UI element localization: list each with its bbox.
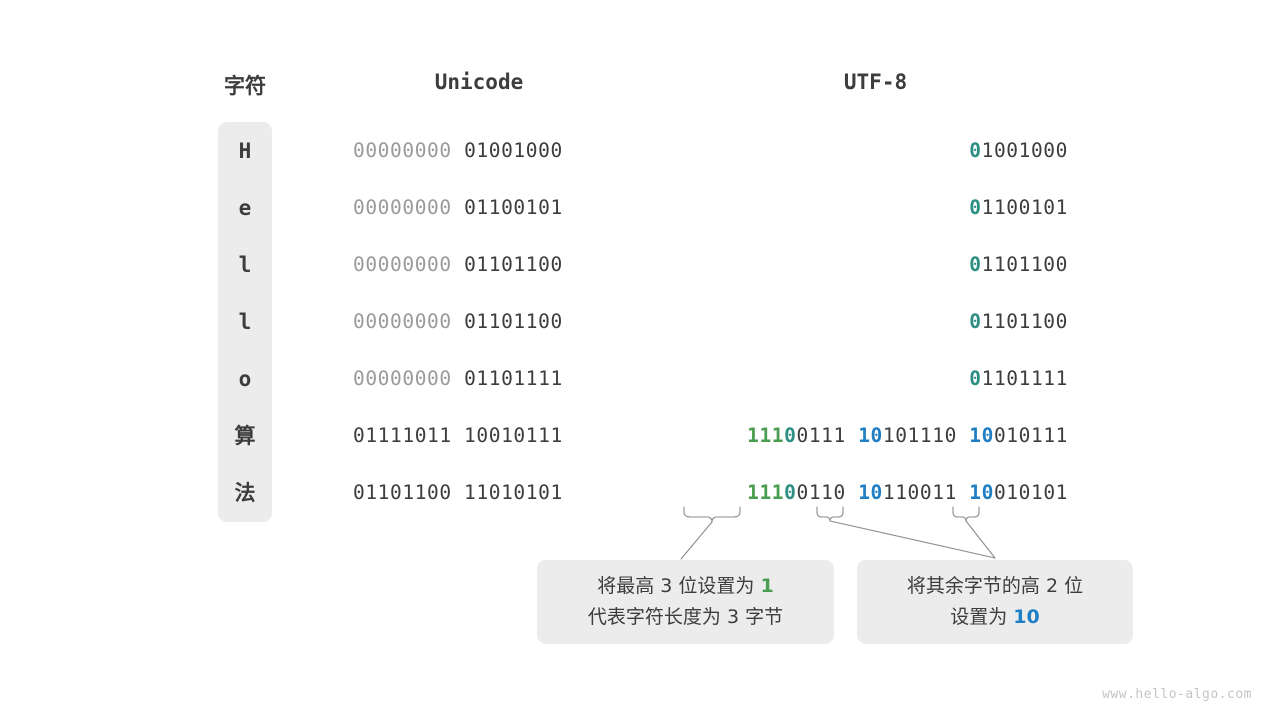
text-segment: 01100101 — [464, 196, 563, 219]
character-cell: 法 — [234, 481, 256, 505]
utf8-bits-cell: 11100111 10101110 10010111 — [683, 423, 1068, 449]
text-segment: 101110 — [882, 424, 970, 447]
leader-line-left — [680, 521, 713, 560]
text-segment: 0 — [969, 367, 982, 390]
brace-first-byte — [683, 506, 741, 523]
text-segment: 00000000 — [353, 367, 465, 390]
utf8-bits-cell: 01101100 — [683, 252, 1068, 278]
unicode-bits-cell: 00000000 01101100 — [353, 252, 605, 278]
text-segment: 0 — [969, 139, 982, 162]
text-segment: 将其余字节的高 2 位 — [906, 575, 1084, 597]
text-segment: 1001000 — [981, 139, 1068, 162]
unicode-bits-cell: 00000000 01101100 — [353, 309, 605, 335]
text-segment: 1101100 — [981, 310, 1068, 333]
text-segment: 0 — [784, 424, 797, 447]
site-watermark: www.hello-algo.com — [1102, 687, 1252, 702]
text-segment: 01111011 10010111 — [353, 424, 563, 447]
text-segment: 0 — [969, 310, 982, 333]
callout-left-line-1: 将最高 3 位设置为 1 — [597, 571, 773, 602]
text-segment: 010111 — [993, 424, 1068, 447]
brace-third-byte — [952, 506, 980, 522]
column-header-character: 字符 — [224, 74, 266, 98]
character-cell: l — [238, 310, 252, 334]
text-segment: 10 — [1013, 606, 1040, 628]
unicode-bits-cell: 01111011 10010111 — [353, 423, 605, 449]
text-segment: 1101100 — [981, 253, 1068, 276]
text-segment: 10 — [969, 424, 994, 447]
unicode-bits-cell: 01101100 11010101 — [353, 480, 605, 506]
unicode-bits-cell: 00000000 01100101 — [353, 195, 605, 221]
unicode-bits-cell: 00000000 01101111 — [353, 366, 605, 392]
unicode-bits-cell: 00000000 01001000 — [353, 138, 605, 164]
text-segment: 10 — [969, 481, 994, 504]
brace-second-byte — [816, 506, 844, 522]
callout-first-byte: 将最高 3 位设置为 1 代表字符长度为 3 字节 — [537, 560, 834, 644]
text-segment: 10 — [858, 481, 883, 504]
text-segment: 10 — [858, 424, 883, 447]
text-segment: 0111 — [796, 424, 859, 447]
callout-right-line-1: 将其余字节的高 2 位 — [907, 571, 1083, 602]
leader-line-right — [965, 520, 996, 559]
utf8-bits-cell: 01001000 — [683, 138, 1068, 164]
text-segment: 01101111 — [464, 367, 563, 390]
callout-continuation-bytes: 将其余字节的高 2 位 设置为 10 — [857, 560, 1133, 644]
character-cell: H — [238, 139, 252, 163]
text-segment: 00000000 — [353, 310, 465, 333]
character-cell: e — [238, 196, 252, 220]
text-segment: 00000000 — [353, 196, 465, 219]
text-segment: 0110 — [796, 481, 859, 504]
utf8-bits-cell: 01100101 — [683, 195, 1068, 221]
utf8-bits-cell: 01101111 — [683, 366, 1068, 392]
text-segment: 0 — [969, 253, 982, 276]
leader-line-middle — [829, 520, 996, 559]
text-segment: 设置为 — [950, 606, 1014, 628]
text-segment: 01101100 — [464, 253, 563, 276]
text-segment: 1 — [760, 575, 774, 597]
text-segment: 111 — [747, 481, 785, 504]
character-cell: o — [238, 367, 252, 391]
text-segment: 代表字符长度为 3 字节 — [587, 606, 784, 628]
callout-right-line-2: 设置为 10 — [950, 602, 1040, 633]
text-segment: 0 — [969, 196, 982, 219]
text-segment: 01001000 — [464, 139, 563, 162]
utf8-bits-cell: 01101100 — [683, 309, 1068, 335]
text-segment: 110011 — [882, 481, 970, 504]
character-cell: l — [238, 253, 252, 277]
text-segment: 00000000 — [353, 253, 465, 276]
text-segment: 111 — [747, 424, 785, 447]
text-segment: 01101100 11010101 — [353, 481, 563, 504]
text-segment: 00000000 — [353, 139, 465, 162]
text-segment: 1100101 — [981, 196, 1068, 219]
text-segment: 将最高 3 位设置为 — [597, 575, 761, 597]
text-segment: 1101111 — [981, 367, 1068, 390]
callout-left-line-2: 代表字符长度为 3 字节 — [588, 602, 783, 633]
utf8-bits-cell: 11100110 10110011 10010101 — [683, 480, 1068, 506]
character-cell: 算 — [234, 424, 256, 448]
text-segment: 01101100 — [464, 310, 563, 333]
column-header-utf8: UTF-8 — [843, 70, 908, 94]
text-segment: 0 — [784, 481, 797, 504]
column-header-unicode: Unicode — [434, 70, 524, 94]
text-segment: 010101 — [993, 481, 1068, 504]
